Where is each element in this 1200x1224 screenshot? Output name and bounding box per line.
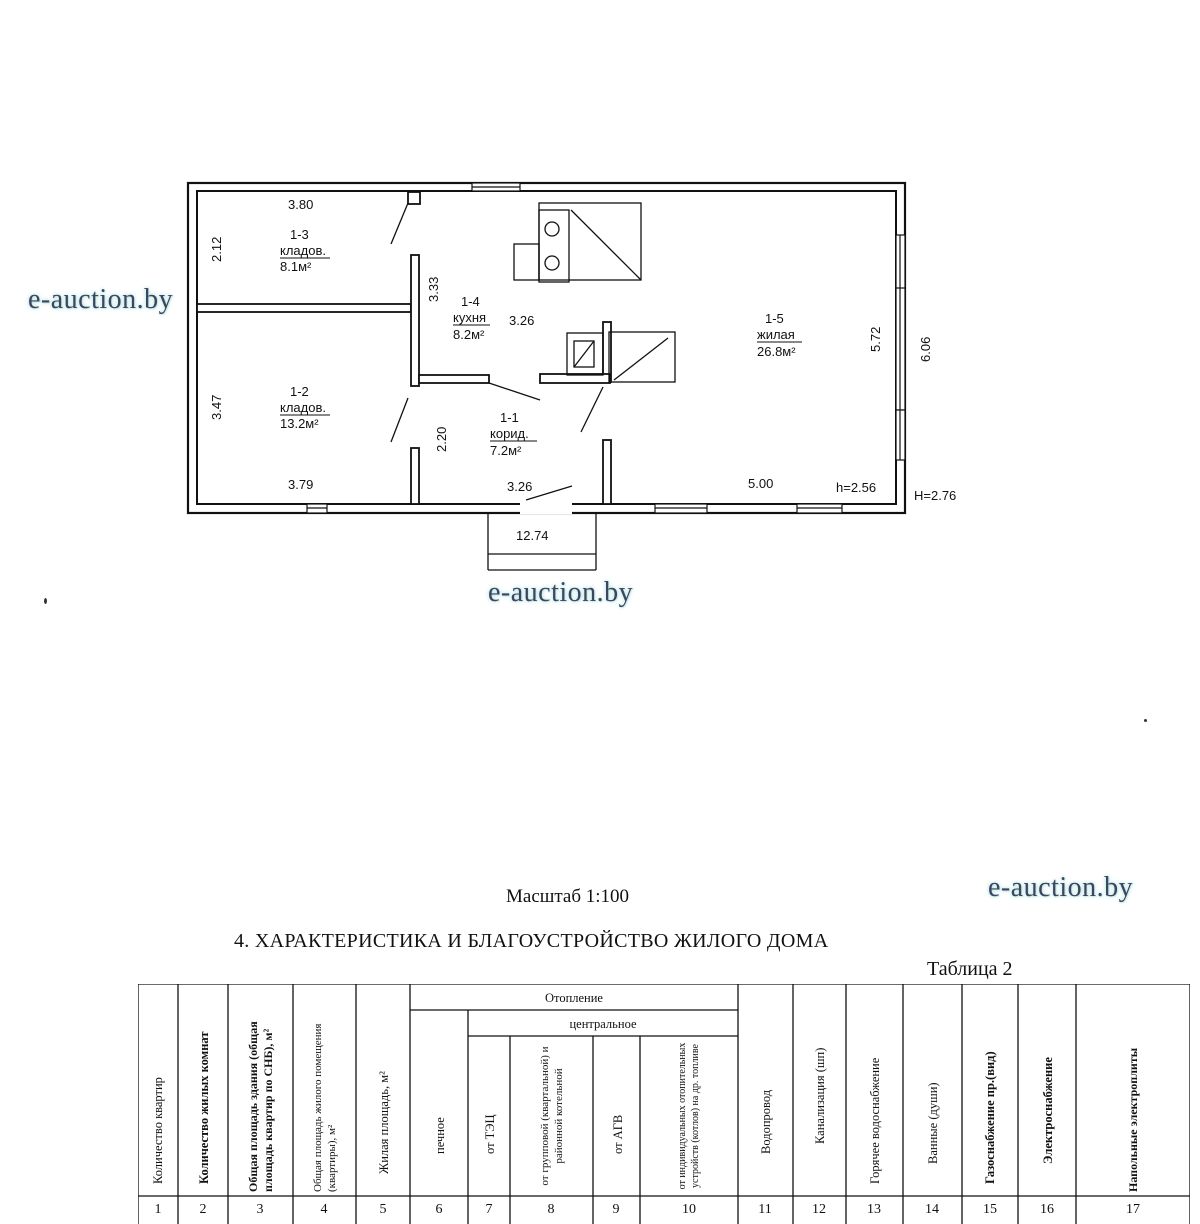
room-1-1-name: корид. [490,426,529,441]
col-header-3: Общая площадь здания (общая площадь квар… [246,1021,275,1192]
col-header-17: Напольные электроплиты [1125,1047,1140,1192]
col-number-16: 16 [1040,1202,1054,1217]
col-number-15: 15 [983,1202,997,1217]
col-header-14: Ванные (души) [926,1082,940,1164]
interior-walls [196,191,612,505]
col-header-4: Общая площадь жилого помещения (квартиры… [312,1023,338,1192]
col-number-9: 9 [613,1202,620,1217]
heater [566,331,676,383]
col-header-13: Горячее водоснабжение [868,1057,882,1184]
col-header-15: Газоснабжение пр.(вид) [983,1051,997,1184]
col-header-1: Количество квартир [151,1077,165,1184]
stove [513,202,642,283]
col-header-9: от АГВ [611,1115,625,1154]
dim-bottom-corridor-width: 3.26 [507,479,532,494]
col-number-11: 11 [758,1202,771,1217]
col-header-2: Количество жилых комнат [197,1032,211,1184]
col-number-1: 1 [155,1202,162,1217]
dim-top-left-width: 3.80 [288,197,313,212]
col-header-11: Водопровод [759,1089,773,1154]
col-number-6: 6 [436,1202,443,1217]
windows [306,182,906,514]
col-header-3-box: Общая площадь здания (общая площадь квар… [246,1021,275,1192]
dim-kitchen-width: 3.26 [509,313,534,328]
room-1-1-area: 7.2м² [490,443,522,458]
room-1-4-area: 8.2м² [453,327,485,342]
dim-left-lower-height: 3.47 [209,395,224,420]
group-heating-header: Отопление [545,991,603,1005]
watermark-right: e-auction.by [988,872,1134,903]
room-labels: 1-3 кладов. 8.1м² 1-2 кладов. 13.2м² 1-4… [280,227,802,458]
group-central-header: центральное [569,1017,636,1031]
dim-right-outer-height: 6.06 [918,337,933,362]
watermark-center: e-auction.by [488,577,634,608]
room-1-5-name: жилая [757,327,795,342]
dim-right-inner-height: 5.72 [868,327,883,352]
column-headers: Количество квартир Количество жилых комн… [151,1021,1140,1192]
dimension-labels: 3.80 2.12 3.47 3.33 3.26 2.20 3.79 3.26 … [209,197,956,543]
col-number-4: 4 [321,1202,328,1217]
column-numbers: 1 2 3 4 5 6 7 8 9 10 11 12 13 14 15 16 1… [155,1202,1141,1217]
col-number-8: 8 [548,1202,555,1217]
dim-kitchen-height: 3.33 [426,277,441,302]
col-number-17: 17 [1126,1202,1140,1217]
col-header-4-box: Общая площадь жилого помещения (квартиры… [312,1023,338,1192]
dim-corridor-height: 2.20 [434,427,449,452]
col-header-17-box: Напольные электроплиты [1125,1047,1140,1192]
col-number-7: 7 [486,1202,493,1217]
dim-bottom-right-width: 5.00 [748,476,773,491]
porch [487,513,597,571]
col-header-6: печное [433,1117,447,1154]
characteristics-table: Отопление центральное Количество квартир… [138,984,1190,1224]
room-1-5-area: 26.8м² [757,344,796,359]
col-number-12: 12 [812,1202,826,1217]
col-header-8: от групповой (квартальной) и районной ко… [539,1046,565,1186]
room-1-4-name: кухня [453,310,486,325]
col-header-10-box: от индивидуальных отопительных устройств… [677,1042,701,1190]
room-1-3-id: 1-3 [290,227,309,242]
room-1-4-id: 1-4 [461,294,480,309]
col-header-8-box: от групповой (квартальной) и районной ко… [539,1046,565,1186]
floor-height-label: H=2.76 [914,488,956,503]
watermark-left: e-auction.by [28,284,174,315]
scale-label: Масштаб 1:100 [506,886,630,907]
room-1-5-id: 1-5 [765,311,784,326]
scan-speck [44,598,47,604]
room-1-2-id: 1-2 [290,384,309,399]
col-number-3: 3 [257,1202,264,1217]
table-number: Таблица 2 [927,958,1013,980]
ceiling-height-label: h=2.56 [836,480,876,495]
col-number-10: 10 [682,1202,696,1217]
table-grid [138,984,1190,1224]
col-header-16: Электроснабжение [1041,1057,1055,1164]
entrance-opening [520,503,572,514]
col-header-12: Канализация (шп) [813,1048,827,1144]
dim-left-upper-height: 2.12 [209,237,224,262]
room-1-3-name: кладов. [280,243,326,258]
col-number-2: 2 [200,1202,207,1217]
room-1-2-area: 13.2м² [280,416,319,431]
col-number-5: 5 [380,1202,387,1217]
col-header-7: от ТЭЦ [483,1114,497,1154]
col-number-14: 14 [925,1202,939,1217]
col-header-10: от индивидуальных отопительных устройств… [677,1042,701,1190]
scan-speck [1144,719,1147,722]
room-1-1-id: 1-1 [500,410,519,425]
room-1-2-name: кладов. [280,400,326,415]
col-header-5: Жилая площадь, м² [377,1071,391,1174]
col-number-13: 13 [867,1202,881,1217]
dim-porch-width: 12.74 [516,528,549,543]
dim-bottom-left-width: 3.79 [288,477,313,492]
room-1-3-area: 8.1м² [280,259,312,274]
door-swings [390,202,604,501]
section-heading: 4. ХАРАКТЕРИСТИКА И БЛАГОУСТРОЙСТВО ЖИЛО… [234,930,829,952]
